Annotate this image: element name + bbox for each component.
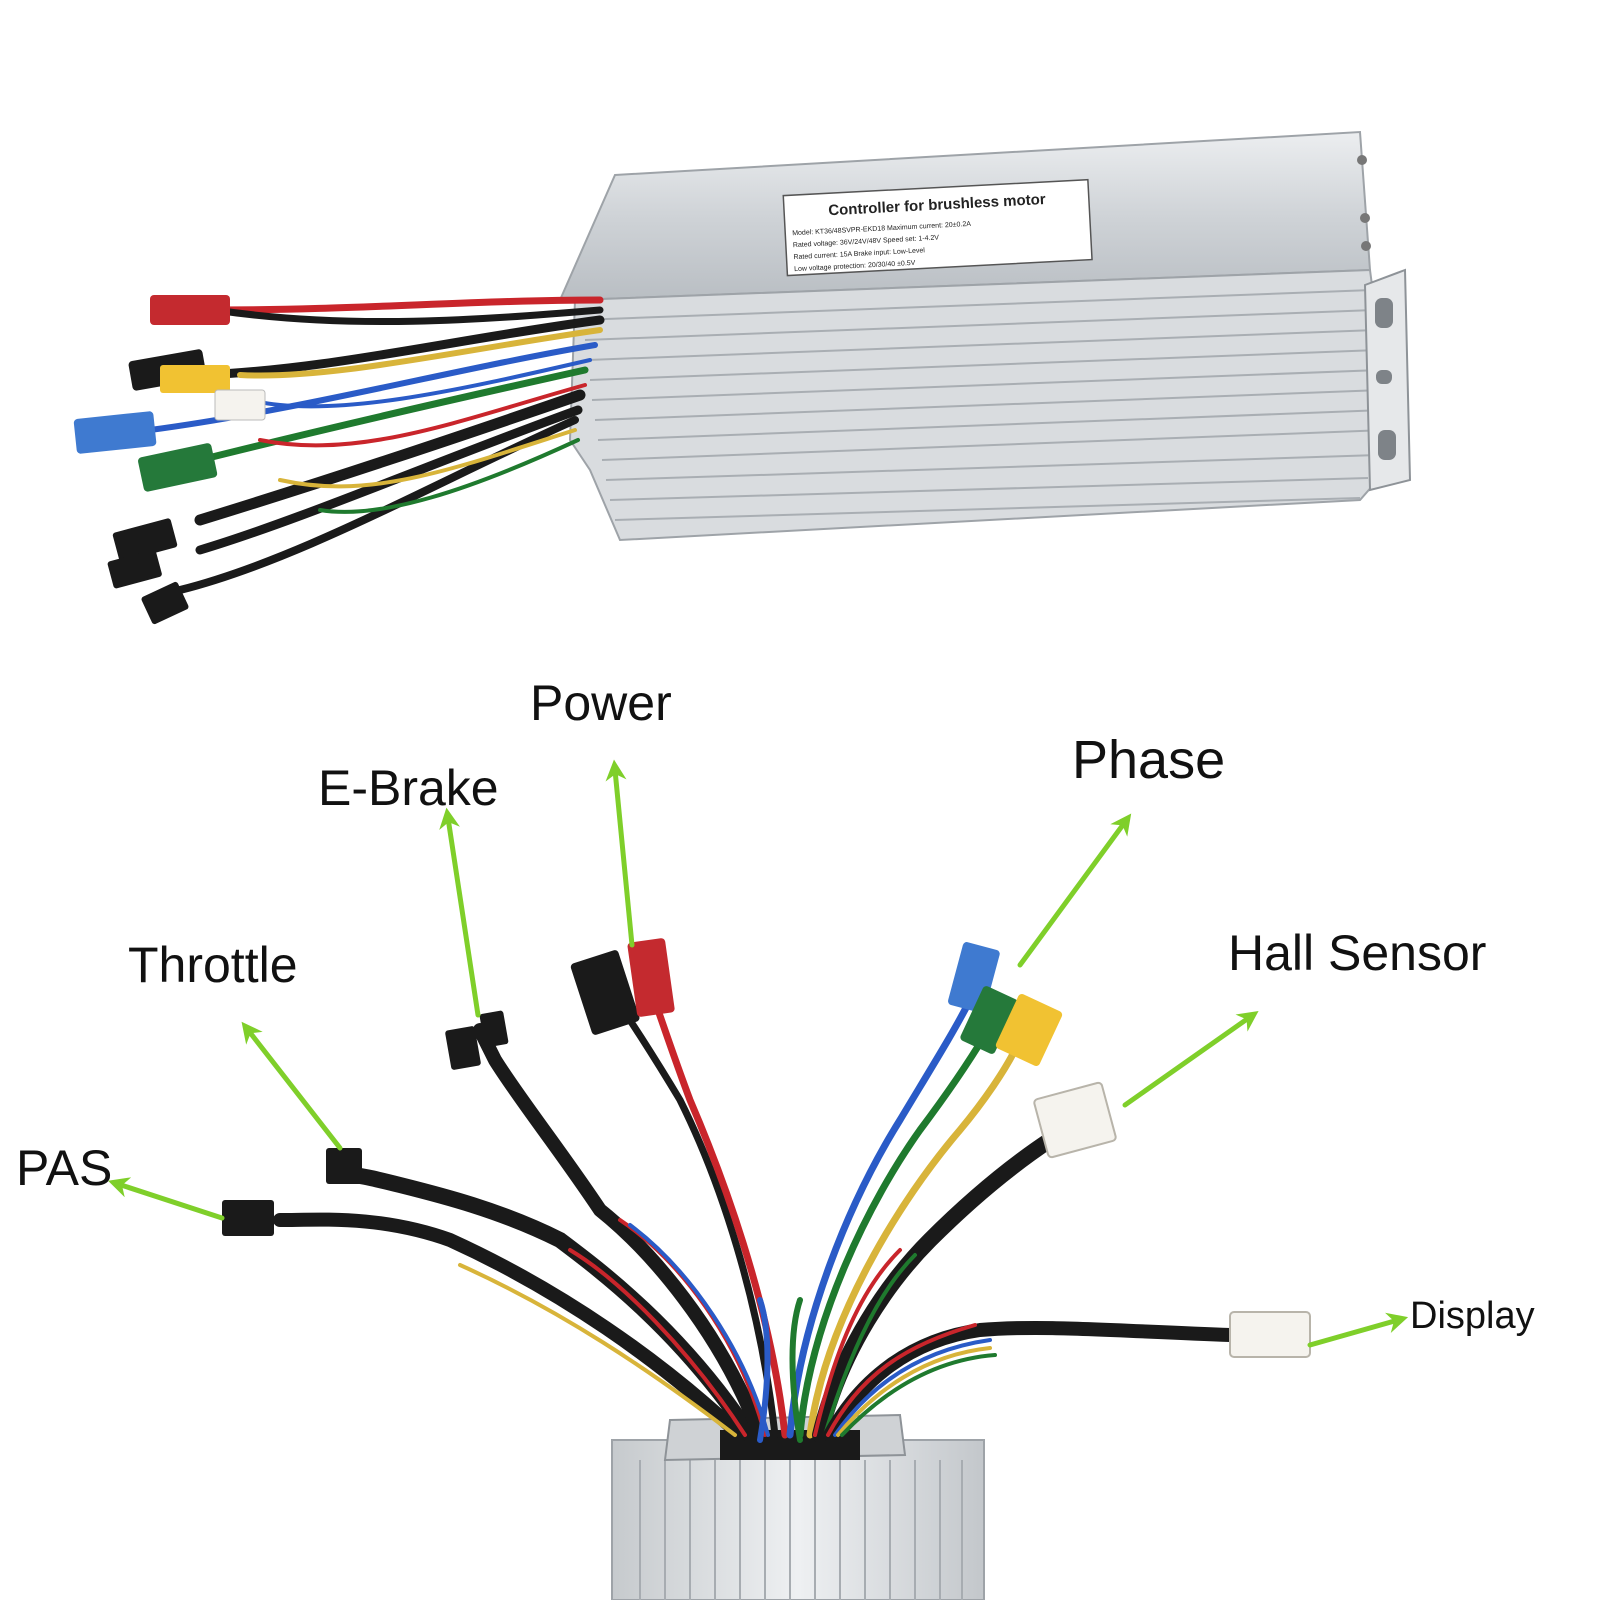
bottom-housing: [611, 1439, 985, 1600]
arrow-throttle: [241, 1021, 343, 1151]
label-power: Power: [530, 675, 672, 731]
white-connector: [214, 389, 266, 421]
bottom-wire-bundle: [273, 986, 1237, 1443]
mount-hole: [1375, 298, 1393, 328]
phase-green-connector: [960, 986, 1018, 1054]
arrow-hall-sensor: [1122, 1010, 1259, 1108]
heatsink-fins: [579, 289, 1387, 521]
screw: [1361, 241, 1371, 251]
green-connector: [138, 443, 218, 492]
red-power-connector: [150, 295, 230, 325]
label-pas: PAS: [16, 1140, 112, 1196]
label-phase: Phase: [1072, 730, 1225, 790]
black-connector: [112, 518, 178, 562]
mount-hole: [1376, 370, 1392, 384]
throttle-connector: [326, 1148, 362, 1184]
power-black-connector: [570, 950, 640, 1035]
black-connector: [141, 581, 189, 625]
yellow-connector: [160, 365, 230, 393]
arrow-phase: [1017, 813, 1132, 968]
blue-connector: [73, 411, 157, 454]
label-ebrake: E-Brake: [318, 760, 499, 816]
screw: [1360, 213, 1370, 223]
ebrake-connector: [445, 1026, 481, 1070]
top-wire-bundle: [147, 296, 605, 594]
hall-sensor-connector: [1033, 1081, 1117, 1159]
controller-bottom-view: [222, 938, 1311, 1600]
arrow-ebrake: [439, 807, 481, 1018]
callout-labels: Power E-Brake Phase Throttle Hall Sensor…: [16, 675, 1535, 1337]
mount-hole: [1378, 430, 1396, 460]
pas-connector: [222, 1200, 274, 1236]
black-connector: [107, 549, 162, 589]
arrow-power: [605, 759, 635, 948]
label-hall-sensor: Hall Sensor: [1228, 925, 1486, 981]
power-red-connector: [627, 938, 675, 1017]
bottom-fins: [639, 1460, 963, 1600]
screw: [1357, 155, 1367, 165]
controller-top-view: Controller for brushless motor Model: KT…: [73, 130, 1412, 625]
phase-yellow-connector: [995, 993, 1063, 1067]
arrow-pas: [108, 1177, 225, 1221]
label-display: Display: [1410, 1295, 1535, 1337]
arrow-display: [1307, 1312, 1409, 1348]
ebrake-connector: [479, 1010, 509, 1048]
nameplate: Controller for brushless motor Model: KT…: [782, 178, 1093, 277]
display-connector: [1229, 1311, 1311, 1358]
label-throttle: Throttle: [128, 937, 298, 993]
callout-arrows: [108, 759, 1409, 1348]
